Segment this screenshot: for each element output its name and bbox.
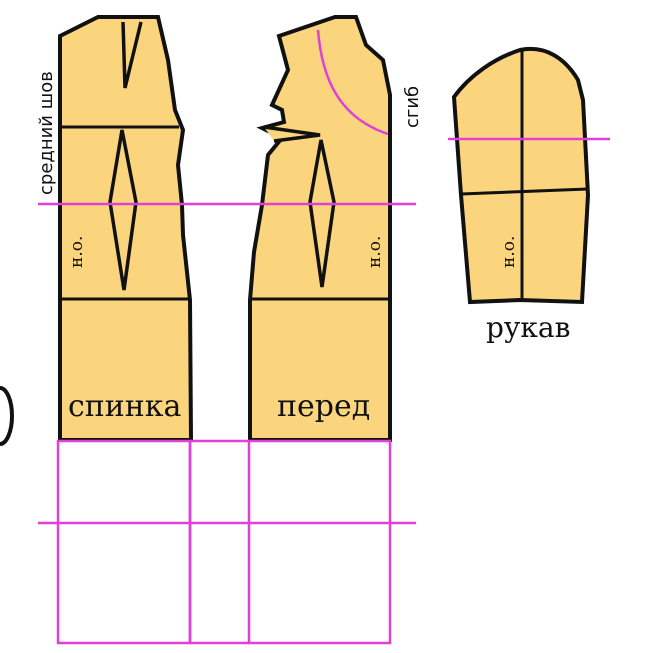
front-grainline-label: н.о.	[365, 236, 385, 268]
sleeve-piece	[451, 46, 591, 305]
left-edge-circle-fragment	[0, 386, 14, 446]
back-waist-dart	[108, 129, 138, 291]
front-piece	[248, 15, 392, 442]
guide-lines	[38, 137, 610, 645]
front-extension-box	[247, 439, 392, 645]
back-extension-box	[56, 439, 192, 645]
sleeve-piece-label: рукав	[486, 311, 570, 344]
center-seam-label: средний шов	[36, 71, 57, 195]
back-piece-label: спинка	[68, 389, 182, 424]
back-shoulder-dart	[121, 21, 143, 89]
front-waist-dart	[308, 139, 336, 288]
sleeve-grainline-label: н.о.	[499, 236, 519, 268]
front-side-dart	[263, 125, 321, 143]
front-neckline-guide	[316, 29, 389, 136]
sleeve-horizontal-line	[460, 187, 589, 196]
back-piece	[58, 15, 194, 442]
fold-label: сгиб	[402, 86, 423, 128]
back-grainline-label: н.о.	[67, 236, 87, 268]
front-piece-label: перед	[277, 389, 370, 424]
